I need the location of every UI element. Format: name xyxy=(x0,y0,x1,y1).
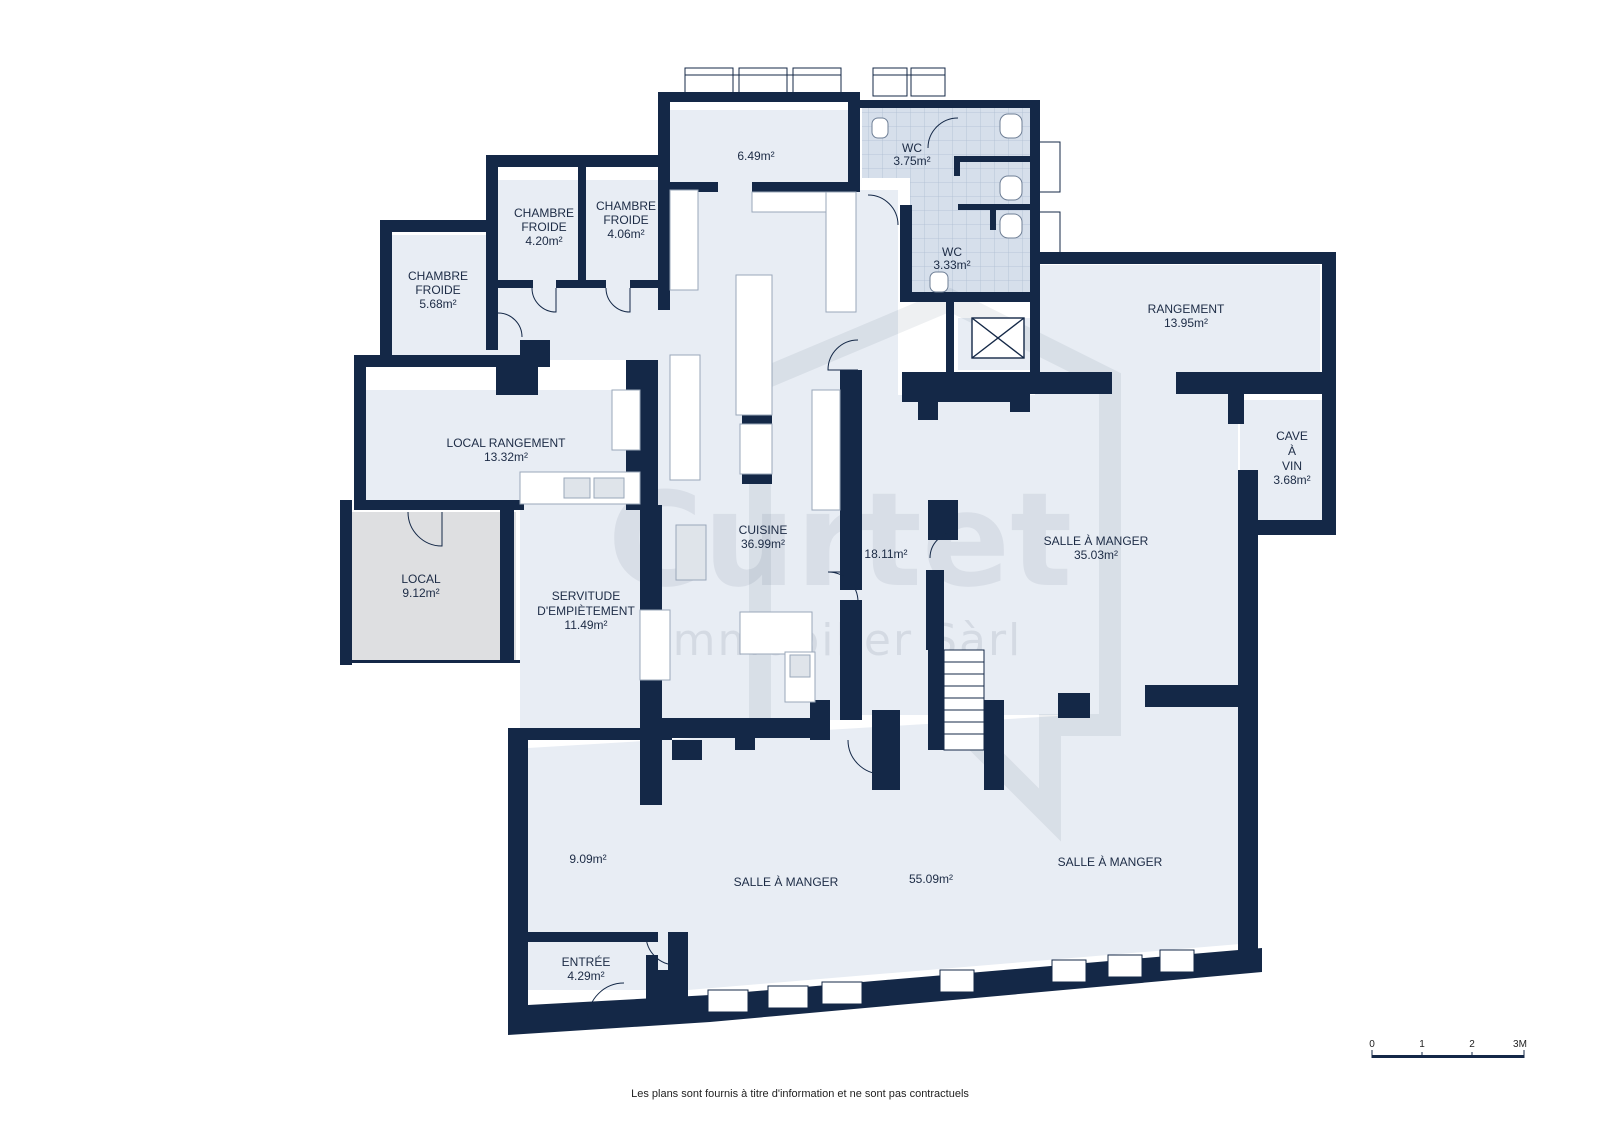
wc-2-area: 3.33m² xyxy=(933,258,970,272)
chambre-froide-3-name1: CHAMBRE xyxy=(408,269,468,283)
entree-name: ENTRÉE xyxy=(562,954,611,969)
local-name: LOCAL xyxy=(401,572,441,586)
scale-tick-0: 0 xyxy=(1369,1039,1375,1050)
local-rangement-area: 13.32m² xyxy=(484,450,528,464)
servitude-name2: D'EMPIÈTEMENT xyxy=(537,603,635,618)
scale-tick-2: 2 xyxy=(1469,1039,1475,1050)
scale-tick-3m: 3M xyxy=(1513,1039,1527,1050)
room-18-11-area: 18.11m² xyxy=(864,547,907,561)
cave-name1: CAVE xyxy=(1276,429,1308,443)
chambre-froide-2-name1: CHAMBRE xyxy=(596,199,656,213)
wc-1-area: 3.75m² xyxy=(893,154,930,168)
walls xyxy=(340,92,1336,1035)
cuisine-area: 36.99m² xyxy=(741,537,785,551)
kitchen-fixtures xyxy=(519,189,857,703)
rangement-name: RANGEMENT xyxy=(1148,302,1225,316)
salle-55-name: SALLE À MANGER xyxy=(734,874,839,889)
servitude-name1: SERVITUDE xyxy=(552,589,620,603)
elevator-shaft xyxy=(971,317,1025,359)
chambre-froide-2-name2: FROIDE xyxy=(603,213,648,227)
disclaimer-note: Les plans sont fournis à titre d'informa… xyxy=(631,1088,969,1100)
entree-area: 4.29m² xyxy=(567,969,604,983)
chambre-froide-3-area: 5.68m² xyxy=(419,297,456,311)
bottom-windows xyxy=(707,949,1195,1013)
room-9-09-area: 9.09m² xyxy=(569,852,606,866)
wc-1-label: WC xyxy=(902,141,922,155)
rangement-area: 13.95m² xyxy=(1164,316,1208,330)
cave-name2: À xyxy=(1288,443,1296,458)
chambre-froide-2-area: 4.06m² xyxy=(607,227,644,241)
local-area: 9.12m² xyxy=(402,586,439,600)
local-rangement-name: LOCAL RANGEMENT xyxy=(447,436,567,450)
chambre-froide-1-area: 4.20m² xyxy=(525,234,562,248)
cuisine-name: CUISINE xyxy=(739,523,788,537)
room-labels: 6.49m² WC 3.75m² WC 3.33m² CHAMBRE FROID… xyxy=(401,141,1310,983)
servitude-area: 11.49m² xyxy=(564,618,607,632)
local-floor xyxy=(348,512,516,662)
wc-2-label: WC xyxy=(942,245,962,259)
room-6-49-area: 6.49m² xyxy=(737,149,774,163)
scale-tick-1: 1 xyxy=(1419,1039,1425,1050)
staircase xyxy=(943,649,985,751)
salle-right-name: SALLE À MANGER xyxy=(1058,854,1163,869)
watermark-house-icon xyxy=(749,287,1121,842)
chambre-froide-3-name2: FROIDE xyxy=(415,283,460,297)
chambre-froide-1-name1: CHAMBRE xyxy=(514,206,574,220)
scale-bar: 0 1 2 3M xyxy=(1369,1039,1527,1058)
salle-55-area: 55.09m² xyxy=(909,872,953,886)
door-swings xyxy=(407,117,959,1020)
salle-35-name: SALLE À MANGER xyxy=(1044,533,1149,548)
wc-fixtures xyxy=(871,113,1030,293)
salle-35-area: 35.03m² xyxy=(1074,548,1118,562)
cave-area: 3.68m² xyxy=(1273,473,1310,487)
chambre-froide-1-name2: FROIDE xyxy=(521,220,566,234)
cave-name3: VIN xyxy=(1282,459,1302,473)
